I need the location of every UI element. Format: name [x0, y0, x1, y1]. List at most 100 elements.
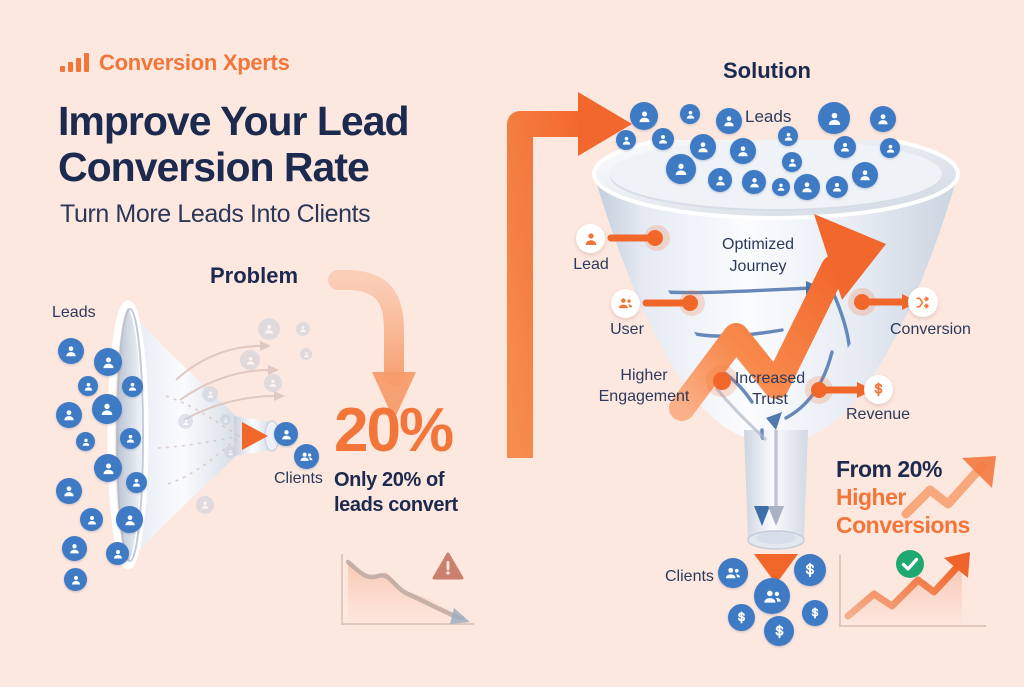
avatar — [834, 136, 856, 158]
problem-clients-label: Clients — [274, 470, 323, 487]
page-title: Improve Your Lead Conversion Rate — [58, 98, 518, 190]
users-icon — [611, 289, 640, 318]
problem-lost-leads — [160, 318, 340, 548]
user-icon — [576, 224, 605, 253]
avatar — [80, 508, 103, 531]
avatar — [690, 134, 716, 160]
solution-section-title: Solution — [723, 58, 811, 83]
avatar-ghost — [300, 348, 312, 360]
avatar-group — [754, 578, 790, 614]
avatar-ghost — [296, 322, 310, 336]
avatar-ghost — [264, 374, 282, 392]
dollar-coin-icon — [728, 604, 755, 631]
avatar — [826, 176, 848, 198]
avatar — [616, 130, 636, 150]
dollar-coin-icon — [802, 600, 828, 626]
warning-triangle-icon — [432, 552, 464, 580]
avatar — [62, 536, 87, 561]
avatar — [92, 394, 122, 424]
solution-client-icons — [718, 552, 838, 646]
declining-trend-chart — [341, 552, 474, 625]
node-label-increased-trust: Increased Trust — [734, 370, 806, 408]
avatar — [742, 170, 766, 194]
avatar — [126, 472, 147, 493]
avatar-ghost — [196, 496, 214, 514]
avatar — [78, 376, 98, 396]
avatar — [56, 478, 82, 504]
avatar — [782, 152, 802, 172]
avatar — [94, 454, 122, 482]
page-title-line2: Conversion Rate — [58, 144, 370, 190]
avatar — [880, 138, 900, 158]
solution-clients-label: Clients — [665, 568, 714, 585]
avatar — [64, 568, 87, 591]
node-label-higher-engagement-text: Higher Engagement — [598, 367, 690, 405]
dollar-icon — [864, 375, 893, 404]
avatar — [56, 402, 82, 428]
avatar — [106, 542, 129, 565]
avatar — [666, 154, 696, 184]
result-callout: From 20% Higher Conversions — [836, 455, 970, 539]
avatar-ghost — [240, 350, 260, 370]
avatar — [818, 102, 850, 134]
avatar-ghost — [258, 318, 280, 340]
avatar-ghost — [224, 446, 236, 458]
avatar — [730, 138, 756, 164]
conversion-rate-caption: Only 20% of leads convert — [334, 468, 534, 518]
transition-arrows — [328, 92, 632, 458]
avatar-ghost — [202, 386, 218, 402]
caption-line2: leads convert — [334, 494, 458, 516]
avatar — [716, 108, 742, 134]
avatar — [76, 432, 95, 451]
problem-section-title: Problem — [210, 263, 299, 288]
brand-logo: Conversion Xperts — [60, 50, 290, 76]
user-connector — [642, 290, 705, 316]
solution-funnel-graphic — [592, 140, 960, 580]
node-label-conversion: Conversion — [890, 321, 971, 338]
result-line1: From 20% — [836, 456, 942, 482]
caption-line1: Only 20% of — [334, 469, 445, 491]
optimized-journey-line2: Journey — [729, 258, 787, 275]
avatar — [772, 178, 790, 196]
avatar — [652, 128, 674, 150]
optimized-journey-line1: Optimized — [722, 236, 795, 253]
result-line2: Higher — [836, 484, 906, 510]
avatar — [680, 104, 700, 124]
rising-trend-chart — [839, 550, 986, 627]
avatar — [794, 174, 820, 200]
node-label-lead: Lead — [573, 256, 609, 273]
problem-lead-avatars — [50, 330, 200, 591]
avatar — [58, 338, 84, 364]
page-title-line1: Improve Your Lead — [58, 98, 410, 144]
avatar-group — [718, 558, 748, 588]
avatar — [778, 126, 798, 146]
dollar-coin-icon — [764, 616, 794, 646]
avatar — [122, 376, 143, 397]
node-label-user: User — [610, 321, 644, 338]
avatar — [116, 506, 143, 533]
avatar — [120, 428, 141, 449]
shuffle-icon — [908, 287, 938, 317]
growth-arrow-accent — [901, 456, 996, 519]
brand-name: Conversion Xperts — [99, 50, 290, 75]
page-subtitle: Turn More Leads Into Clients — [60, 200, 371, 228]
problem-leads-label: Leads — [52, 304, 96, 321]
bar-chart-icon — [60, 53, 89, 72]
avatar-ghost — [178, 414, 193, 429]
lead-connector — [607, 225, 670, 251]
solution-lead-avatars — [612, 92, 932, 202]
conversion-rate-stat: 20% — [334, 396, 454, 465]
avatar-ghost — [220, 414, 231, 425]
node-label-higher-engagement: Higher Engagement — [588, 365, 700, 407]
avatar — [708, 168, 732, 192]
engagement-node — [706, 365, 738, 397]
solution-leads-label: Leads — [745, 107, 792, 126]
check-circle-icon — [896, 550, 924, 578]
avatar — [870, 106, 896, 132]
avatar — [274, 422, 298, 446]
result-line3: Conversions — [836, 512, 970, 538]
conversion-connector — [848, 288, 918, 316]
avatar — [630, 102, 658, 130]
avatar — [852, 162, 878, 188]
